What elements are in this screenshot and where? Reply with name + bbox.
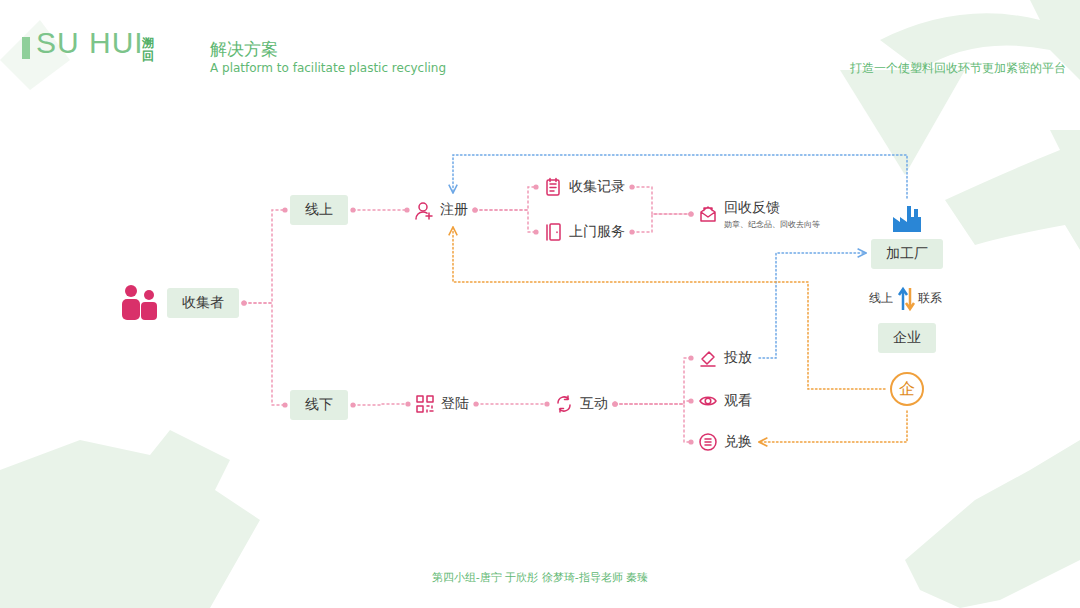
connector-dot: [688, 355, 693, 360]
connector-dot: [350, 402, 355, 407]
link-label: 联系: [918, 290, 942, 307]
connector-dot: [612, 401, 617, 406]
node-label: 上门服务: [569, 223, 625, 241]
step-item: 收集记录: [541, 175, 627, 199]
factory-icon: [891, 203, 923, 233]
connector-dot: [282, 402, 287, 407]
channel-box: 线上: [290, 195, 348, 225]
coin-icon: [698, 432, 718, 452]
recycle-arrows: [840, 0, 1080, 250]
node-label: 企: [899, 379, 915, 400]
slide-title: 解决方案: [210, 38, 278, 61]
connector-dot: [612, 401, 617, 406]
node-label: 收集记录: [569, 178, 625, 196]
connector-dot: [472, 207, 477, 212]
dotted-connector: [476, 403, 547, 405]
node-label: 收集者: [182, 294, 224, 310]
dotted-connector: [632, 214, 691, 232]
mail-icon: [698, 204, 718, 224]
logo-wordmark: SU HUI: [36, 26, 144, 60]
connector-dot: [544, 401, 549, 406]
link-label: 线上: [869, 290, 893, 307]
actor-box: 收集者: [167, 288, 239, 318]
dotted-connector: [244, 210, 285, 303]
connectors: [241, 155, 907, 445]
dotted-connector: [475, 210, 536, 232]
connector-dot: [241, 300, 246, 305]
tag-icon: [698, 348, 718, 368]
exchange-icon: [899, 288, 914, 310]
swap-icon: [554, 394, 574, 414]
connector-dot: [688, 398, 693, 403]
node-label: 回收反馈: [724, 199, 820, 217]
subtitle: A platform to facilitate plastic recycli…: [210, 61, 446, 75]
node-label: 兑换: [724, 433, 752, 451]
connector-dot: [404, 207, 409, 212]
factory-box: 加工厂: [871, 203, 943, 269]
node-label: 投放: [724, 349, 752, 367]
node-label: 注册: [440, 201, 468, 219]
node-label: 企业: [893, 329, 921, 345]
connector-dot: [533, 229, 538, 234]
logo-bar: [22, 37, 30, 59]
connector-dot: [350, 207, 355, 212]
connector-dot: [688, 439, 693, 444]
qr-icon: [415, 394, 435, 414]
connector-dot: [533, 184, 538, 189]
action-item: 兑换: [696, 430, 754, 454]
channel-box: 线下: [290, 390, 348, 420]
connector-dot: [688, 211, 693, 216]
node-label: 登陆: [441, 395, 469, 413]
slogan: 打造一个使塑料回收环节更加紧密的平台: [850, 60, 1066, 77]
dotted-connector: [759, 411, 907, 442]
dotted-connector: [244, 303, 285, 405]
collector-icon: [122, 285, 157, 320]
dotted-connector: [453, 155, 907, 198]
node-label: 加工厂: [886, 245, 928, 261]
connector-dot: [629, 184, 634, 189]
bottle-illustration: [0, 20, 1080, 608]
node-note: 勋章、纪念品、回收去向等: [724, 219, 820, 230]
connector-dot: [405, 401, 410, 406]
connector-dot: [629, 229, 634, 234]
enterprise-badge: 企: [890, 372, 924, 406]
connector-dot: [612, 401, 617, 406]
node-label: 互动: [580, 395, 608, 413]
doc-icon: [543, 177, 563, 197]
node-label: 线上: [305, 201, 333, 217]
action-item: 观看: [696, 389, 754, 413]
dotted-connector: [759, 253, 866, 358]
connector-dot: [688, 211, 693, 216]
dotted-connector: [353, 404, 408, 405]
node-label: 线下: [305, 396, 333, 412]
eye-icon: [698, 391, 718, 411]
dotted-connector: [353, 209, 407, 211]
dotted-connector: [615, 404, 691, 442]
step-item: 注册: [412, 198, 470, 222]
dotted-connector: [475, 187, 536, 210]
step-item: 互动: [552, 392, 610, 416]
step-item: 回收反馈勋章、纪念品、回收去向等: [696, 197, 822, 232]
enterprise-box: 企业: [878, 323, 936, 353]
logo-chinese: 溯回: [142, 37, 154, 63]
step-item: 登陆: [413, 392, 471, 416]
step-item: 上门服务: [541, 220, 627, 244]
node-label: 观看: [724, 392, 752, 410]
connector-dot: [472, 207, 477, 212]
door-icon: [543, 222, 563, 242]
user-icon: [414, 200, 434, 220]
dotted-connector: [615, 358, 691, 404]
connector-dot: [282, 207, 287, 212]
connector-dot: [241, 300, 246, 305]
slide-caption: 第四小组-唐宁 于欣彤 徐梦琦-指导老师 秦臻: [432, 570, 648, 585]
dotted-connector: [632, 187, 691, 214]
dotted-connector: [453, 227, 885, 389]
action-item: 投放: [696, 346, 754, 370]
connector-dot: [473, 401, 478, 406]
